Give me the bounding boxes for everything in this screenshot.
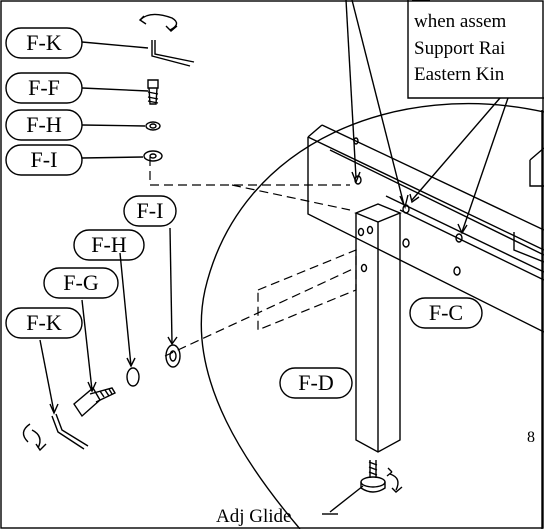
svg-text:F-K: F-K xyxy=(26,310,62,335)
leader-lines xyxy=(39,41,178,415)
svg-text:F-H: F-H xyxy=(26,112,62,137)
label-fk-bottom: F-K xyxy=(5,307,83,339)
svg-text:F-C: F-C xyxy=(429,300,463,325)
support-rail-fc xyxy=(307,124,544,333)
pointer-lines xyxy=(345,0,509,235)
label-fi-top: F-I xyxy=(5,144,83,176)
edge-part xyxy=(529,147,544,187)
leg-fd xyxy=(354,203,402,453)
svg-text:F-K: F-K xyxy=(26,30,62,55)
svg-text:F-D: F-D xyxy=(298,370,333,395)
note-line-3: Eastern Kin xyxy=(414,64,505,85)
svg-text:F-F: F-F xyxy=(28,75,60,100)
adj-glide-label: Adj Glide xyxy=(216,506,291,527)
label-fd: F-D xyxy=(279,367,353,399)
label-fc: F-C xyxy=(409,297,483,329)
lower-screw-stack xyxy=(22,344,181,452)
label-fh-top: F-H xyxy=(5,109,83,141)
margin-number: 8 xyxy=(527,429,535,446)
label-ff: F-F xyxy=(5,72,83,104)
glide-leader xyxy=(329,485,364,513)
svg-text:F-I: F-I xyxy=(137,198,164,223)
svg-text:F-I: F-I xyxy=(31,147,58,172)
label-fk-top: F-K xyxy=(5,27,83,59)
svg-text:F-H: F-H xyxy=(91,232,127,257)
note-line-2: Support Rai xyxy=(414,38,505,59)
label-fg: F-G xyxy=(43,267,119,299)
magnified-circle xyxy=(200,102,544,529)
alignment-dashes xyxy=(149,157,357,357)
label-fi-mid: F-I xyxy=(123,195,177,227)
label-fh-mid: F-H xyxy=(73,229,145,261)
note-box: when assem Support Rai Eastern Kin xyxy=(407,0,544,99)
adj-glide-part xyxy=(360,460,403,493)
top-screw-stack xyxy=(138,13,195,162)
svg-text:F-G: F-G xyxy=(63,270,99,295)
note-line-1: when assem xyxy=(414,11,507,32)
